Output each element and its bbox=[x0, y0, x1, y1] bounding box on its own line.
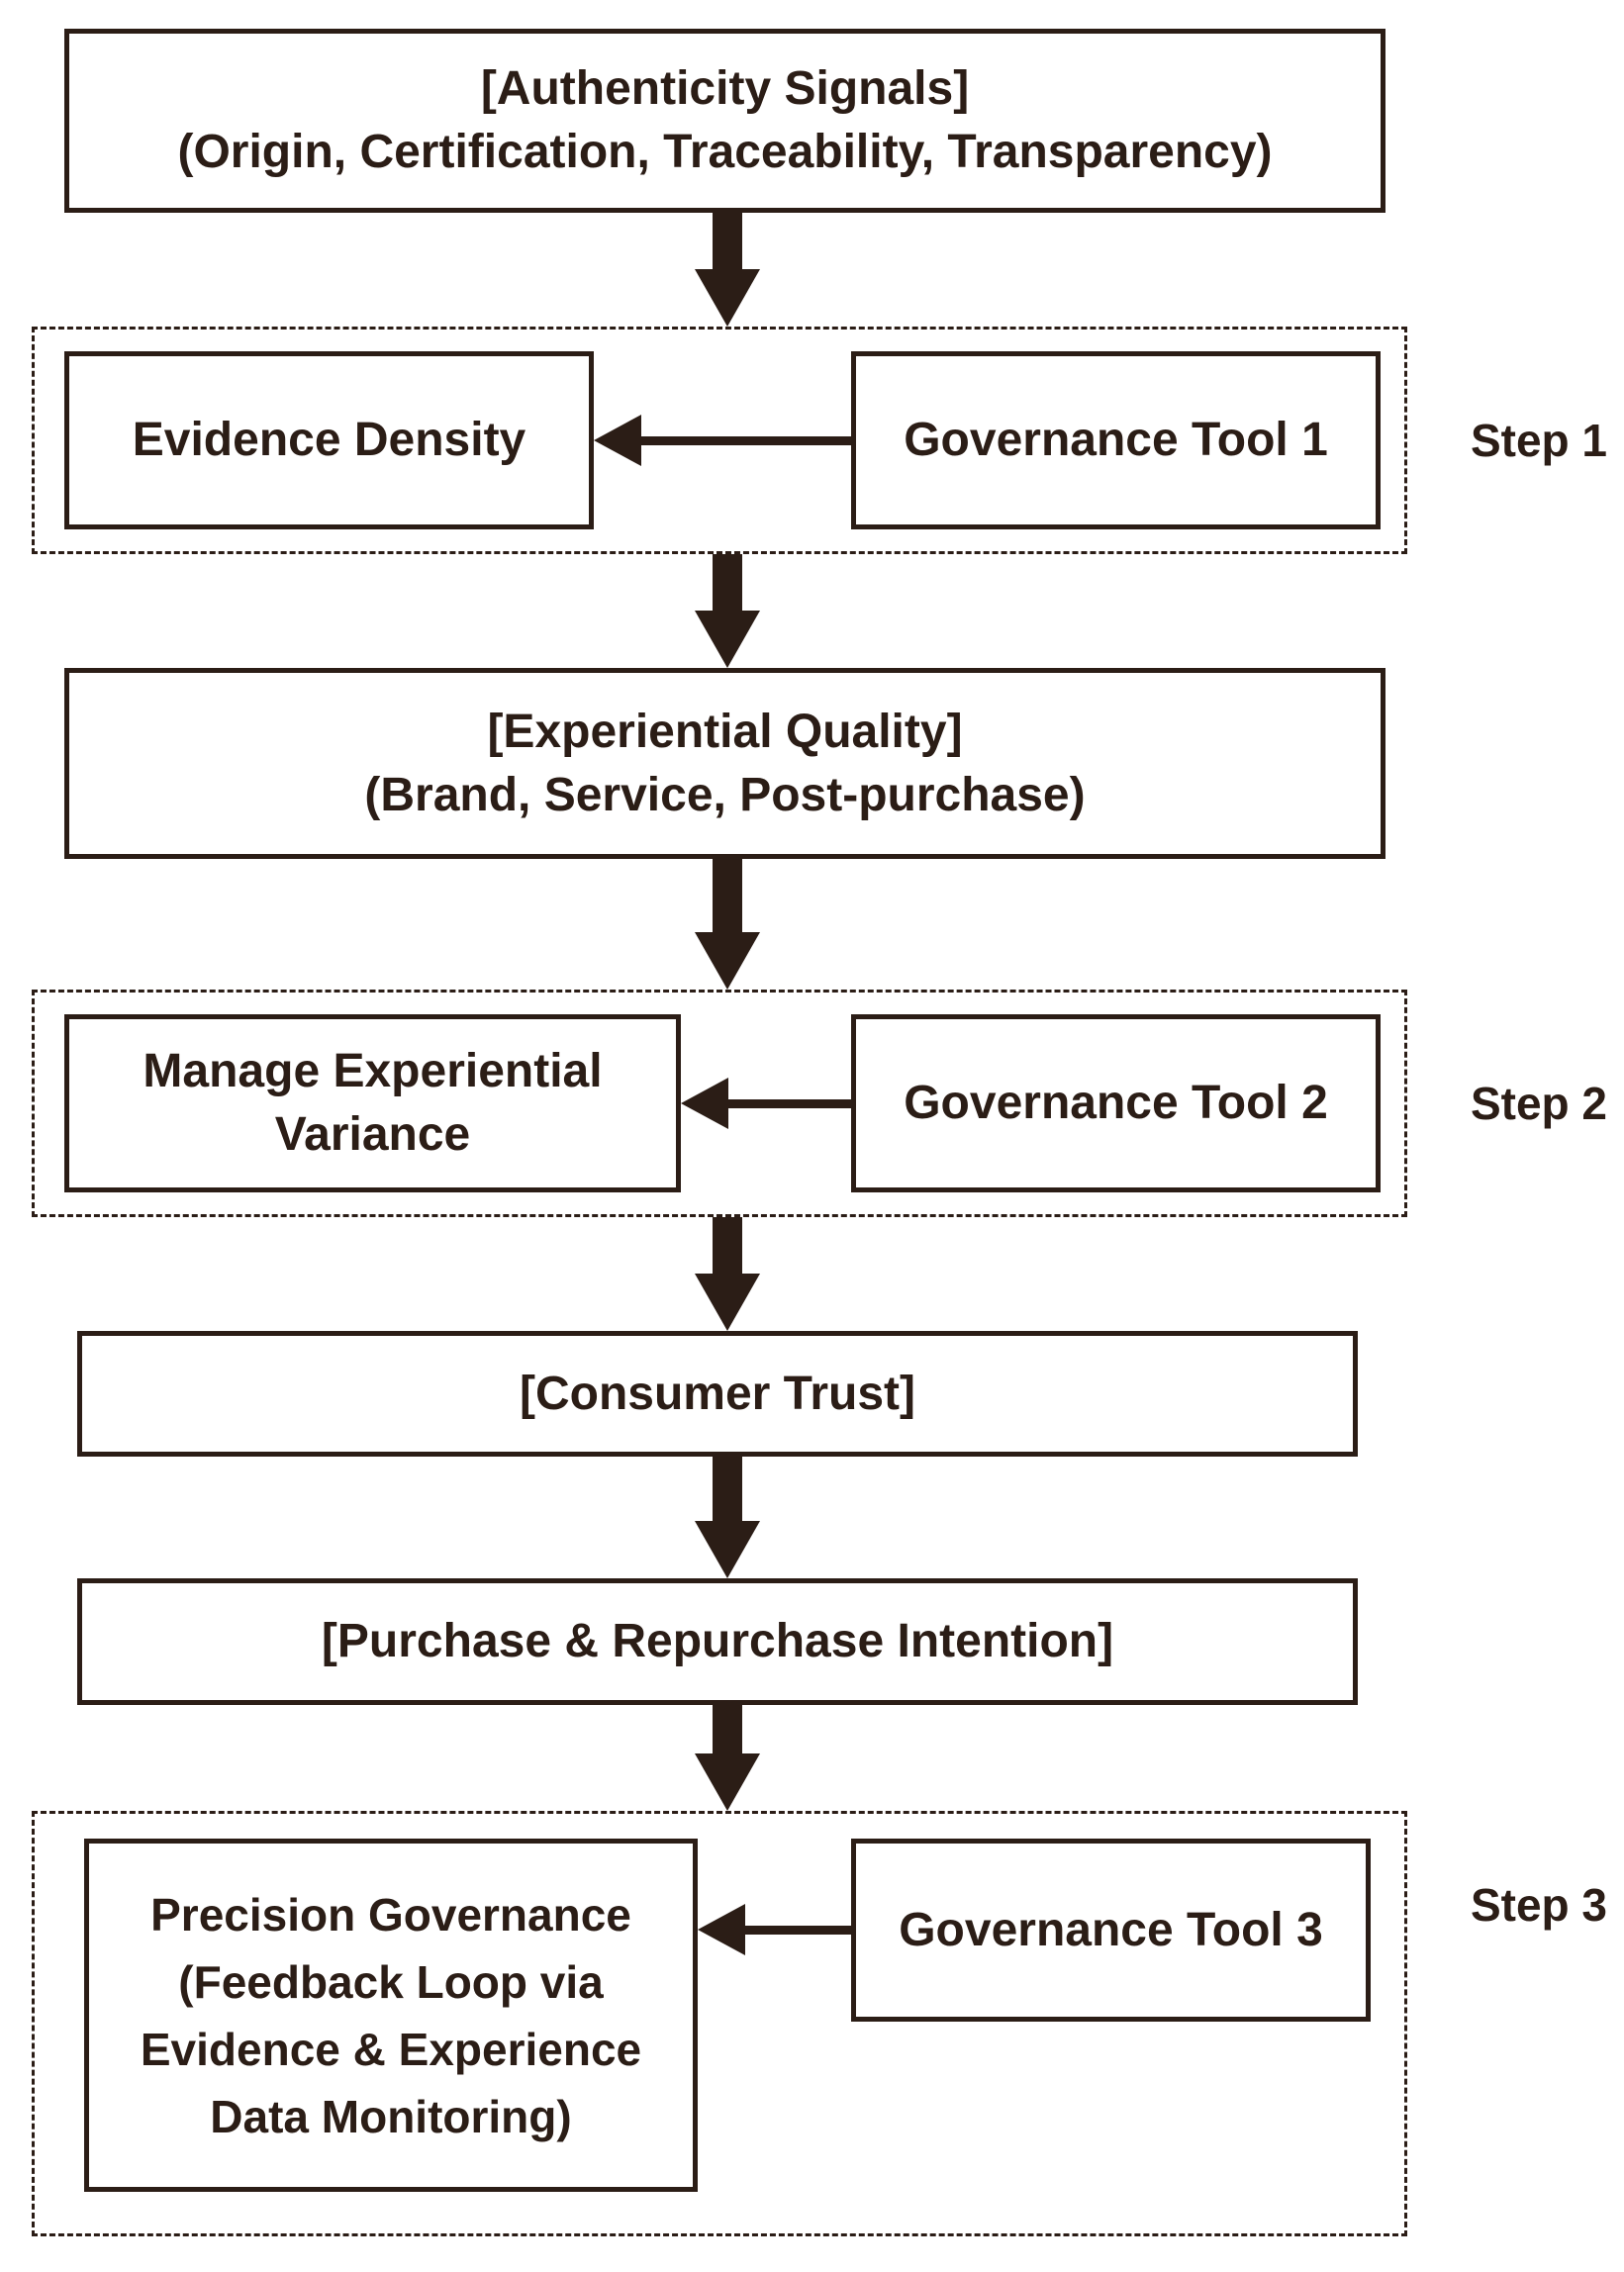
box-text-line: (Brand, Service, Post-purchase) bbox=[364, 768, 1086, 821]
box-text-line: Variance bbox=[274, 1108, 471, 1161]
box-text-line: [Purchase & Repurchase Intention] bbox=[321, 1615, 1114, 1667]
box-text-line: (Feedback Loop via bbox=[178, 1955, 604, 2008]
down-arrow-icon-1 bbox=[695, 213, 760, 327]
left-arrow-icon-2 bbox=[681, 1078, 851, 1129]
box-text-line: Governance Tool 2 bbox=[904, 1077, 1328, 1129]
governance-tool-3-box: Governance Tool 3 bbox=[851, 1839, 1371, 2022]
box-text-line: [Consumer Trust] bbox=[519, 1367, 916, 1420]
purchase-intention-box: [Purchase & Repurchase Intention] bbox=[77, 1578, 1358, 1705]
down-arrow-icon-2 bbox=[695, 554, 760, 668]
step1-label: Step 1 bbox=[1470, 415, 1608, 466]
box-text-line: Governance Tool 1 bbox=[904, 414, 1328, 466]
step2-container: Manage Experiential Variance Governance … bbox=[32, 990, 1407, 1217]
consumer-trust-box: [Consumer Trust] bbox=[77, 1331, 1358, 1457]
manage-variance-box: Manage Experiential Variance bbox=[64, 1014, 681, 1192]
box-text-line: Governance Tool 3 bbox=[899, 1903, 1323, 1956]
box-text-line: Precision Governance bbox=[150, 1888, 631, 1941]
precision-governance-box: Precision Governance (Feedback Loop via … bbox=[84, 1839, 698, 2192]
step3-container: Precision Governance (Feedback Loop via … bbox=[32, 1811, 1407, 2236]
box-text-line: [Experiential Quality] bbox=[487, 705, 963, 758]
box-text-line: Evidence Density bbox=[132, 414, 526, 466]
down-arrow-icon-4 bbox=[695, 1217, 760, 1331]
experiential-quality-box: [Experiential Quality] (Brand, Service, … bbox=[64, 668, 1385, 859]
down-arrow-icon-5 bbox=[695, 1457, 760, 1578]
authenticity-signals-box: [Authenticity Signals] (Origin, Certific… bbox=[64, 29, 1385, 213]
box-text-line: [Authenticity Signals] bbox=[480, 62, 970, 115]
evidence-density-box: Evidence Density bbox=[64, 351, 594, 529]
governance-tool-2-box: Governance Tool 2 bbox=[851, 1014, 1381, 1192]
box-text-line: Data Monitoring) bbox=[210, 2090, 572, 2142]
down-arrow-icon-6 bbox=[695, 1705, 760, 1811]
governance-tool-1-box: Governance Tool 1 bbox=[851, 351, 1381, 529]
left-arrow-icon-1 bbox=[594, 415, 851, 466]
box-text-line: Manage Experiential bbox=[143, 1045, 603, 1097]
box-text-line: (Origin, Certification, Traceability, Tr… bbox=[177, 126, 1273, 178]
box-text-line: Evidence & Experience bbox=[140, 2023, 642, 2075]
left-arrow-icon-3 bbox=[698, 1904, 851, 1955]
step2-label: Step 2 bbox=[1470, 1078, 1608, 1129]
down-arrow-icon-3 bbox=[695, 859, 760, 990]
step1-container: Evidence Density Governance Tool 1 bbox=[32, 327, 1407, 554]
step3-label: Step 3 bbox=[1470, 1879, 1608, 1931]
